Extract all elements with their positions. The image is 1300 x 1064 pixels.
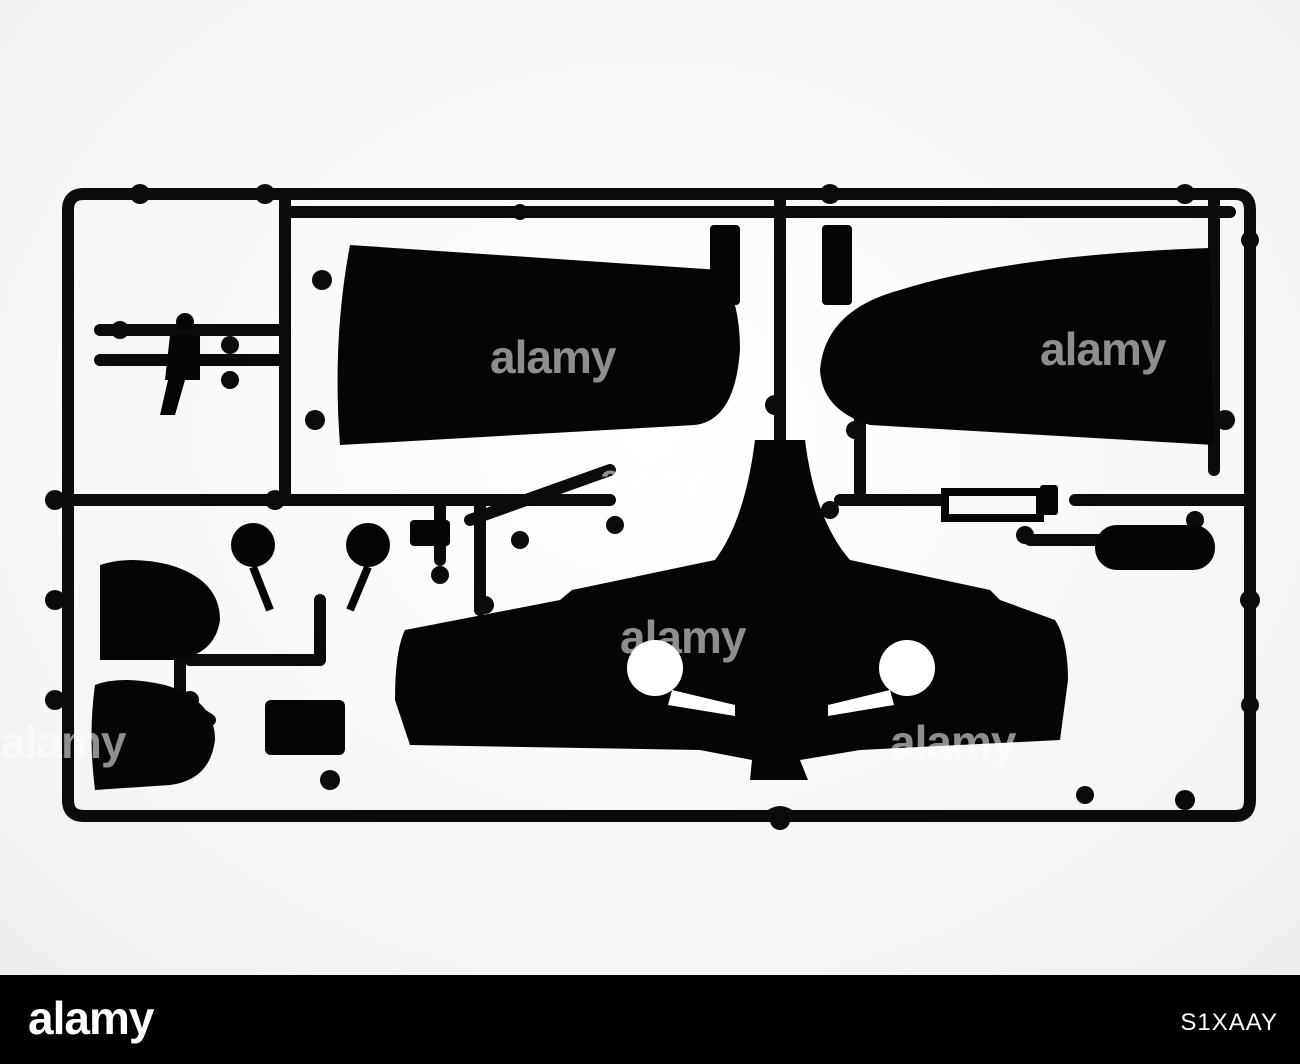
photo: alamy alamy alamy alamy alamy alamy [0, 0, 1300, 975]
wheel-right [346, 523, 390, 567]
sprue-silhouette [45, 184, 1260, 830]
image-id: S1XAAY [1180, 1009, 1278, 1036]
footer-bar: alamy S1XAAY [0, 975, 1300, 1064]
pilot-figure [160, 313, 200, 415]
left-wing-part [337, 245, 740, 445]
cowling-upper [100, 560, 220, 660]
cowling-lower [91, 680, 215, 790]
right-wing-part [820, 248, 1214, 445]
alamy-logo: alamy [28, 992, 154, 1044]
seat-part [265, 700, 345, 755]
drop-tank [1095, 525, 1215, 570]
sprue-rail-lower-left [184, 594, 326, 666]
wheel-left [231, 523, 275, 567]
sprue-rail-diag [464, 464, 616, 526]
